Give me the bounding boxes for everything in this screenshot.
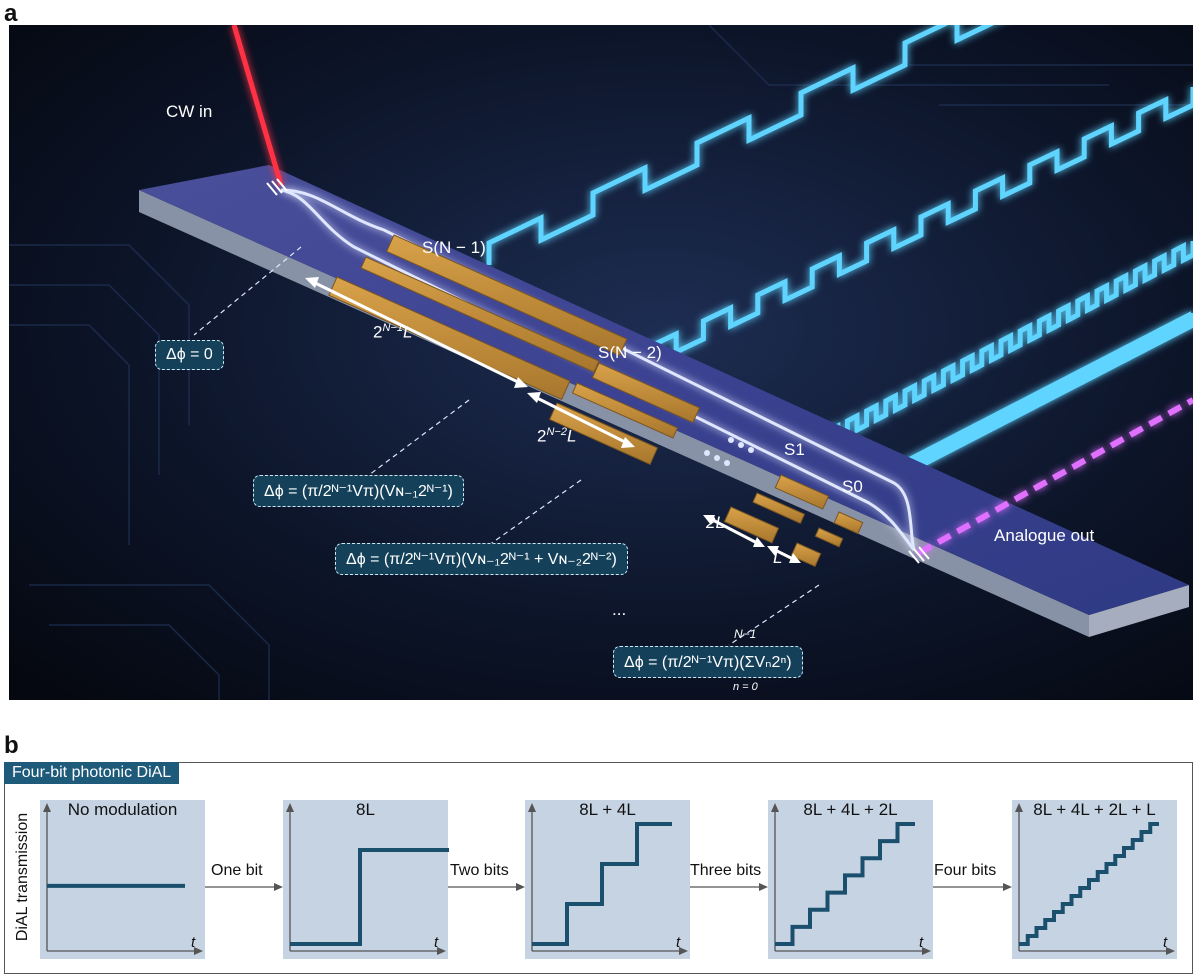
length-2n2l-label: 2N−2L (537, 426, 577, 446)
phase-2-box: Δϕ = (π/2ᴺ⁻¹Vπ)(Vɴ₋₁2ᴺ⁻¹ + Vɴ₋₂2ᴺ⁻²) (335, 543, 628, 575)
y-axis-arrowhead (528, 803, 536, 812)
electrode-sn2-top (591, 362, 701, 424)
plot-three-bits (768, 800, 933, 959)
plot-title-4: 8L + 4L + 2L + L (1033, 800, 1156, 819)
signal-waveforms (486, 25, 1193, 497)
waveform-sn1 (486, 25, 994, 265)
waveform-s1 (806, 241, 1193, 455)
plot-one-bit (283, 800, 448, 959)
plot-title-1: 8L (356, 800, 375, 819)
stage-arrowhead (274, 883, 283, 891)
section-s-n2-label: S(N − 2) (598, 343, 662, 362)
length-l-label: L (773, 548, 783, 567)
phase-1-box: Δϕ = (π/2ᴺ⁻¹Vπ)(Vɴ₋₁2ᴺ⁻¹) (253, 475, 464, 507)
output-laser (917, 397, 1193, 556)
analogue-out-label: Analogue out (994, 526, 1095, 545)
plot-title-2: 8L + 4L (579, 800, 636, 819)
stage-arrowhead (1003, 883, 1012, 891)
transmission-trace (775, 822, 915, 946)
arrow-label-two-bits: Two bits (450, 862, 509, 879)
electrode-s0-mid (814, 527, 844, 548)
leader-lines (193, 246, 820, 646)
x-axis-arrowhead (437, 947, 446, 955)
y-axis-arrowhead (771, 803, 779, 812)
stage-arrowhead (759, 883, 768, 891)
x-axis-t-label: t (919, 934, 924, 951)
panel-b-letter: b (4, 732, 19, 759)
plot-no-modulation (40, 800, 205, 959)
plot-title-0: No modulation (67, 800, 178, 819)
electrode-sn1-mid (360, 256, 600, 373)
transmission-trace (1019, 822, 1159, 946)
electrode-s0-bottom (790, 542, 822, 568)
input-laser (231, 25, 284, 186)
x-axis-t-label: t (1163, 934, 1168, 951)
sum-upper-limit: N−1 (734, 627, 757, 641)
electrode-sn1-top (385, 234, 628, 357)
x-axis-arrowhead (194, 947, 203, 955)
x-axis-t-label: t (191, 934, 196, 951)
x-axis-t-label: t (676, 934, 681, 951)
stage-arrowhead (516, 883, 525, 891)
electrodes (328, 234, 864, 568)
panel-a-letter: a (4, 0, 18, 27)
electrode-sn1-bottom (328, 276, 571, 400)
arrow-label-four-bits: Four bits (934, 862, 997, 879)
y-axis-arrowhead (1015, 803, 1023, 812)
plot-two-bits (525, 800, 690, 959)
electrode-sn2-mid (571, 382, 679, 439)
cw-in-label: CW in (166, 102, 213, 121)
sum-lower-limit: n = 0 (733, 681, 758, 693)
electrode-s1-bottom (723, 506, 780, 544)
x-axis-t-label: t (434, 934, 439, 951)
length-2n1l-label: 2N−1L (373, 322, 413, 342)
x-axis-arrowhead (679, 947, 688, 955)
panel-b-frame (4, 762, 1193, 974)
section-s-n1-label: S(N − 1) (422, 238, 486, 257)
grating-couplers (266, 178, 930, 564)
phase-n-box: Δϕ = (π/2ᴺ⁻¹Vπ)(ΣVₙ2ⁿ) (613, 646, 803, 678)
transmission-trace (290, 848, 449, 946)
ellipsis-dots (704, 437, 754, 466)
x-axis-arrowhead (922, 947, 931, 955)
arrow-label-one-bit: One bit (211, 862, 263, 879)
panel-b-title: Four-bit photonic DiAL (4, 762, 180, 784)
arrow-label-three-bits: Three bits (690, 862, 762, 879)
waveform-sn2 (646, 87, 1193, 365)
phase-zero-box: Δϕ = 0 (155, 340, 224, 370)
waveguide-arms (280, 188, 916, 551)
plot-title-3: 8L + 4L + 2L (803, 800, 898, 819)
section-s0-label: S0 (842, 477, 863, 496)
electrode-s0-top (833, 511, 864, 535)
electrode-s1-mid (752, 492, 806, 525)
phase-ellipsis: ... (612, 600, 627, 619)
transmission-trace (532, 822, 672, 946)
length-2l-label: 2L (706, 513, 725, 532)
length-arrows (308, 278, 798, 563)
y-axis-arrowhead (43, 803, 51, 812)
section-s1-label: S1 (784, 440, 805, 459)
y-axis-arrowhead (286, 803, 294, 812)
electrode-s1-top (774, 474, 830, 510)
x-axis-arrowhead (1166, 947, 1175, 955)
